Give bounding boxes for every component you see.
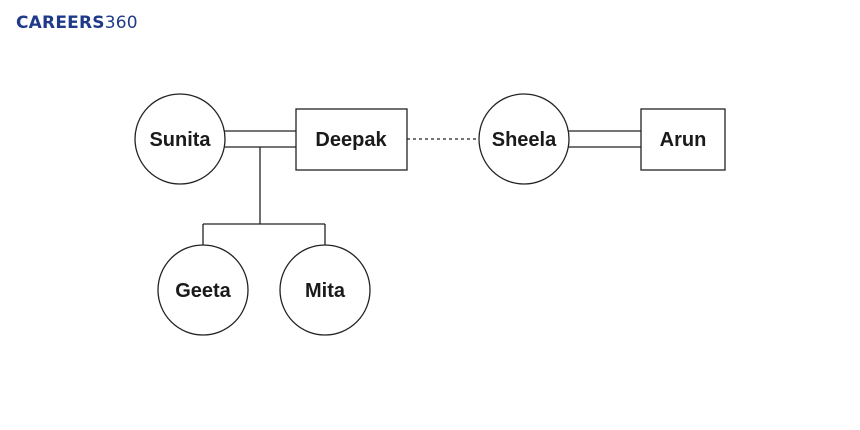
node-mita-circle [279,244,371,336]
node-sheela: Sheela [478,93,570,185]
marriage-link-sheela-arun [568,130,641,148]
logo-number-text: 360 [104,13,138,33]
careers360-logo: CAREERS360 [16,12,138,34]
marriage-link-sunita-deepak [224,130,296,148]
node-sunita-label: Sunita [149,129,211,151]
logo-brand-text: CAREERS [16,13,105,33]
node-sheela-label: Sheela [492,129,557,151]
node-arun-box [640,108,726,171]
node-geeta: Geeta [157,244,249,336]
node-sunita-circle [134,93,226,185]
node-deepak: Deepak [295,108,408,171]
node-deepak-box [295,108,408,171]
node-deepak-label: Deepak [315,129,387,151]
node-sunita: Sunita [134,93,226,185]
node-geeta-circle [157,244,249,336]
node-arun: Arun [640,108,726,171]
node-mita-label: Mita [305,280,346,302]
node-geeta-label: Geeta [175,280,231,302]
node-sheela-circle [478,93,570,185]
node-mita: Mita [279,244,371,336]
node-arun-label: Arun [660,129,707,151]
children-connector [202,147,326,245]
